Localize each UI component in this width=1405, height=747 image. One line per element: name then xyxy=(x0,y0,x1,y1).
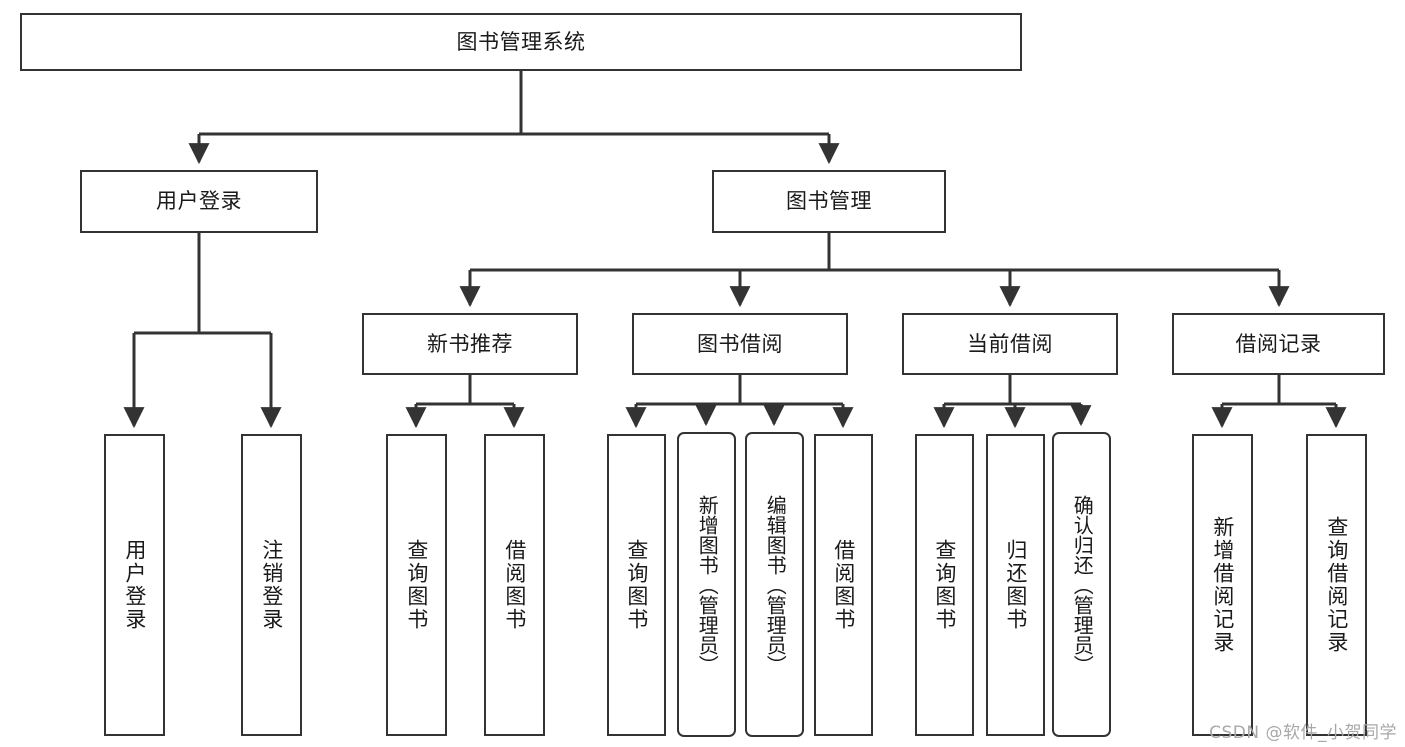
node-leaf-add-book-label: 新增图书（管理员） xyxy=(695,494,720,675)
csdn-watermark: CSDN @软件_小贺同学 xyxy=(1209,723,1397,743)
node-leaf-logout[interactable]: 注销登录 xyxy=(241,434,302,736)
node-new-book-recommend-label: 新书推荐 xyxy=(427,331,513,356)
node-current-borrow[interactable]: 当前借阅 xyxy=(902,313,1118,375)
node-book-borrow[interactable]: 图书借阅 xyxy=(632,313,848,375)
node-book-management-label: 图书管理 xyxy=(786,189,872,214)
node-leaf-query-borrow-record-label: 查询借阅记录 xyxy=(1324,516,1349,654)
node-root[interactable]: 图书管理系统 xyxy=(20,13,1022,71)
node-leaf-borrow-book-recommend-label: 借阅图书 xyxy=(502,539,527,631)
node-user-login-label: 用户登录 xyxy=(156,189,242,214)
node-leaf-logout-label: 注销登录 xyxy=(259,539,284,631)
node-leaf-borrow-book-recommend[interactable]: 借阅图书 xyxy=(484,434,545,736)
node-current-borrow-label: 当前借阅 xyxy=(967,331,1053,356)
node-leaf-add-borrow-record-label: 新增借阅记录 xyxy=(1210,516,1235,654)
node-leaf-query-book-current[interactable]: 查询图书 xyxy=(915,434,974,736)
node-leaf-query-book-recommend-label: 查询图书 xyxy=(404,539,429,631)
node-leaf-user-login-label: 用户登录 xyxy=(122,539,147,631)
node-leaf-confirm-return-label: 确认归还（管理员） xyxy=(1070,494,1095,675)
node-leaf-confirm-return[interactable]: 确认归还（管理员） xyxy=(1052,432,1111,737)
node-leaf-return-book[interactable]: 归还图书 xyxy=(986,434,1045,736)
node-book-management[interactable]: 图书管理 xyxy=(712,170,946,233)
node-leaf-query-book-current-label: 查询图书 xyxy=(932,539,957,631)
node-borrow-record-label: 借阅记录 xyxy=(1235,331,1322,356)
node-user-login[interactable]: 用户登录 xyxy=(80,170,318,233)
node-borrow-record[interactable]: 借阅记录 xyxy=(1172,313,1385,375)
node-leaf-add-borrow-record[interactable]: 新增借阅记录 xyxy=(1192,434,1253,736)
node-leaf-user-login[interactable]: 用户登录 xyxy=(104,434,165,736)
node-leaf-borrow-book[interactable]: 借阅图书 xyxy=(814,434,873,736)
node-new-book-recommend[interactable]: 新书推荐 xyxy=(362,313,578,375)
node-leaf-borrow-book-label: 借阅图书 xyxy=(831,539,856,631)
node-leaf-query-book-borrow-label: 查询图书 xyxy=(624,539,649,631)
node-leaf-edit-book-label: 编辑图书（管理员） xyxy=(763,494,788,675)
node-book-borrow-label: 图书借阅 xyxy=(697,331,783,356)
node-leaf-add-book[interactable]: 新增图书（管理员） xyxy=(677,432,736,737)
node-root-label: 图书管理系统 xyxy=(456,29,586,54)
node-leaf-return-book-label: 归还图书 xyxy=(1003,539,1028,631)
node-leaf-edit-book[interactable]: 编辑图书（管理员） xyxy=(745,432,804,737)
node-leaf-query-borrow-record[interactable]: 查询借阅记录 xyxy=(1306,434,1367,736)
node-leaf-query-book-borrow[interactable]: 查询图书 xyxy=(607,434,666,736)
node-leaf-query-book-recommend[interactable]: 查询图书 xyxy=(386,434,447,736)
